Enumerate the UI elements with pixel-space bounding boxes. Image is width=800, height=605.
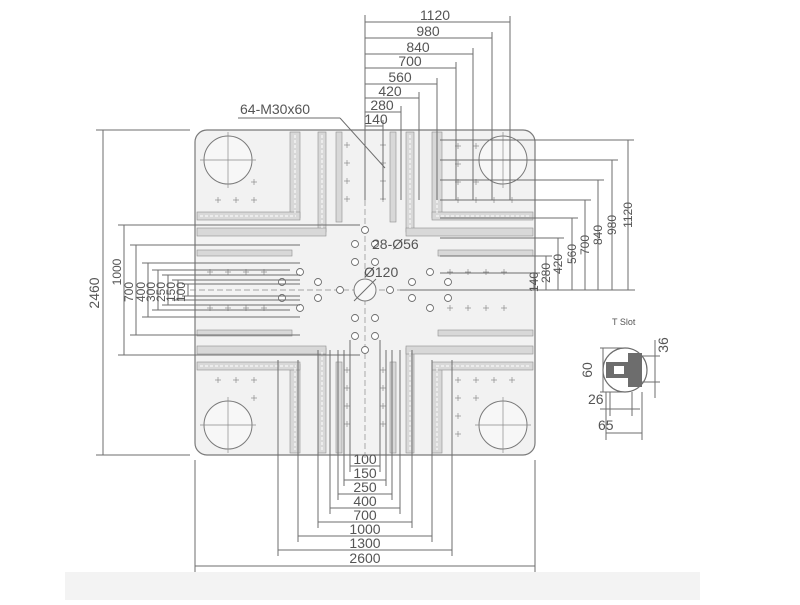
dim-top-280: 280 — [370, 97, 394, 113]
locating-hole — [351, 314, 359, 322]
center-hole-callout: Ø120 — [364, 264, 398, 280]
t-slot-dim-26: 26 — [588, 391, 604, 407]
dim-bottom-400: 400 — [353, 493, 377, 509]
dim-bottom-700: 700 — [353, 507, 377, 523]
locating-hole — [371, 332, 379, 340]
locating-hole — [361, 226, 369, 234]
dim-right-560: 560 — [565, 244, 579, 264]
locating-hole — [351, 258, 359, 266]
dim-overall-width: 2600 — [349, 550, 380, 566]
dim-right-1120: 1120 — [621, 202, 635, 228]
dim-right-840: 840 — [591, 225, 605, 245]
dim-left-1000: 1000 — [110, 258, 124, 285]
dim-left-400: 400 — [134, 282, 148, 302]
dim-bottom-150: 150 — [353, 465, 377, 481]
left-overall-dimension — [96, 129, 190, 456]
locating-hole — [351, 332, 359, 340]
dim-left-150: 150 — [164, 282, 178, 302]
top-dimension-lines — [364, 15, 511, 200]
right-dimension-lines — [400, 139, 635, 291]
left-dimension-lines — [118, 224, 360, 356]
locating-hole — [351, 240, 359, 248]
dim-top-560: 560 — [388, 69, 412, 85]
t-slot-dim-65: 65 — [598, 417, 614, 433]
dim-left-100: 100 — [174, 282, 188, 302]
dim-top-700: 700 — [398, 53, 422, 69]
dim-bottom-1300: 1300 — [349, 535, 380, 551]
bottom-band — [65, 572, 700, 600]
dim-right-140: 140 — [527, 272, 541, 292]
dim-top-840: 840 — [406, 39, 430, 55]
locating-hole — [426, 304, 434, 312]
dim-left-700: 700 — [122, 282, 136, 302]
locating-hole — [386, 286, 394, 294]
locating-hole — [408, 294, 416, 302]
dim-top-420: 420 — [378, 83, 402, 99]
t-slot-cavity — [614, 366, 624, 374]
locating-hole — [296, 304, 304, 312]
locating-holes-callout: 28-Ø56 — [372, 236, 419, 252]
dim-bottom-1000: 1000 — [349, 521, 380, 537]
dim-bottom-250: 250 — [353, 479, 377, 495]
dim-top-140: 140 — [364, 111, 388, 127]
bottom-dimension-lines — [194, 340, 536, 572]
dim-top-980: 980 — [416, 23, 440, 39]
locating-hole — [314, 278, 322, 286]
t-slot-dim-60: 60 — [579, 362, 595, 378]
dim-top-1120: 1120 — [420, 7, 450, 23]
locating-hole — [371, 314, 379, 322]
locating-hole — [314, 294, 322, 302]
dim-bottom-100: 100 — [353, 451, 377, 467]
locating-hole — [426, 268, 434, 276]
center-hole-leader — [353, 278, 377, 302]
dim-right-700: 700 — [578, 235, 592, 255]
t-slot-dim-36: 36 — [655, 337, 671, 353]
locating-hole — [296, 268, 304, 276]
dim-overall-height: 2460 — [86, 277, 102, 308]
locating-hole — [444, 294, 452, 302]
dim-left-250: 250 — [154, 282, 168, 302]
thread-holes-callout: 64-M30x60 — [240, 101, 310, 117]
locating-hole — [408, 278, 416, 286]
locating-hole — [444, 278, 452, 286]
t-slot-detail: T Slot 60 36 26 65 — [579, 317, 671, 440]
dim-right-980: 980 — [605, 215, 619, 235]
dim-right-280: 280 — [539, 263, 553, 283]
dim-left-300: 300 — [144, 282, 158, 302]
t-slot-title: T Slot — [612, 317, 636, 327]
locating-hole — [336, 286, 344, 294]
locating-hole — [361, 346, 369, 354]
thread-callout-leader — [339, 117, 386, 169]
locating-hole — [371, 258, 379, 266]
locating-hole — [371, 240, 379, 248]
dim-right-420: 420 — [551, 254, 565, 274]
